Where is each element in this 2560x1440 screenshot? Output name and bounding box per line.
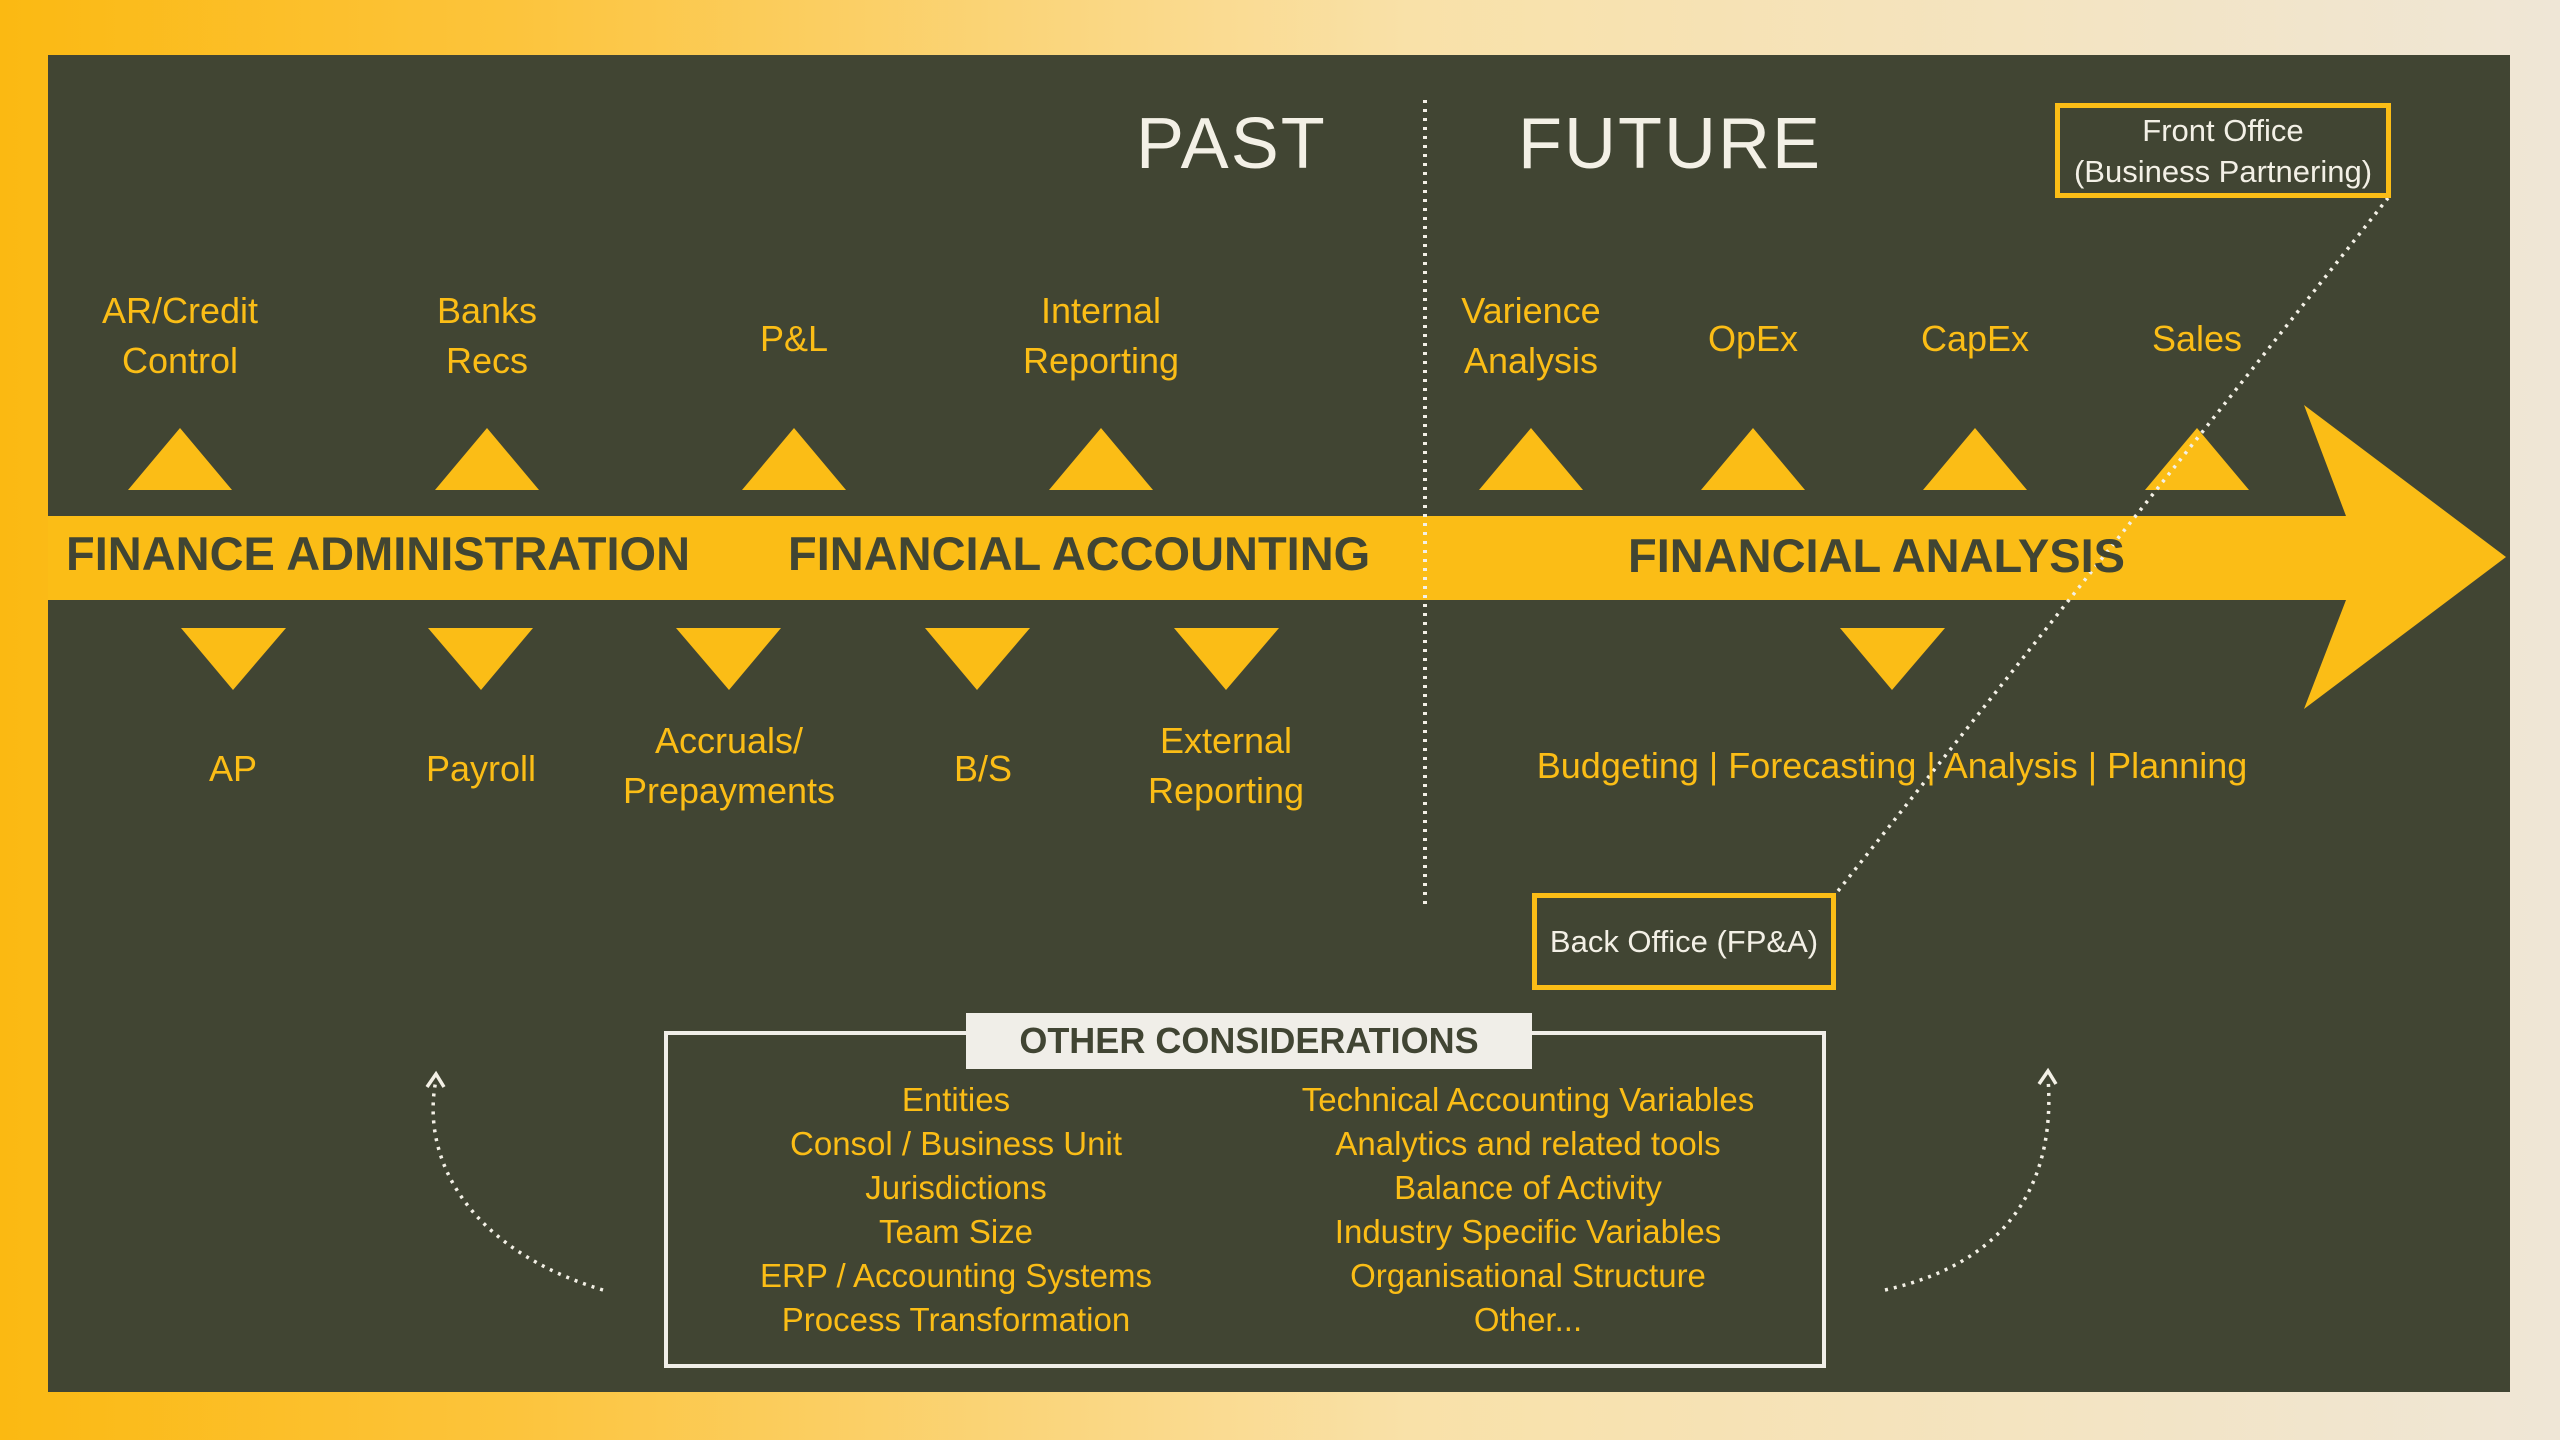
label-payroll: Payroll (425, 748, 537, 789)
list-item: Industry Specific Variables (1334, 1213, 1722, 1250)
past-heading: PAST (1136, 104, 1327, 184)
future-heading: FUTURE (1518, 104, 1822, 184)
label-internal-reporting: Internal Reporting (1022, 290, 1180, 381)
list-item: Analytics and related tools (1335, 1125, 1721, 1162)
label-pl: P&L (759, 318, 829, 359)
label-sales: Sales (2151, 318, 2243, 359)
other-considerations-title: OTHER CONSIDERATIONS (966, 1013, 1532, 1069)
list-item: Jurisdictions (865, 1169, 1047, 1206)
considerations-right-list: Technical Accounting Variables Analytics… (1302, 1078, 1755, 1342)
down-triangle-external-reporting (1174, 628, 1279, 690)
label-accruals-prepayments: Accruals/ Prepayments (622, 720, 836, 811)
left-curved-arrow (431, 1079, 604, 1292)
left-curved-arrowhead (425, 1070, 446, 1088)
list-item: Team Size (878, 1213, 1034, 1250)
label-bs: B/S (953, 748, 1013, 789)
down-triangle-budgeting (1840, 628, 1945, 690)
up-triangle-ar-credit (128, 428, 232, 490)
label-capex: CapEx (1920, 318, 2030, 359)
finance-administration-band: FINANCE ADMINISTRATION (66, 527, 691, 580)
label-ar-credit-control: AR/Credit Control (101, 290, 259, 381)
up-triangle-capex (1923, 428, 2027, 490)
financial-accounting-band: FINANCIAL ACCOUNTING (788, 527, 1371, 580)
up-triangle-sales (2145, 428, 2249, 490)
up-triangle-pl (742, 428, 846, 490)
right-curved-arrowhead (2037, 1067, 2058, 1085)
up-triangle-opex (1701, 428, 1805, 490)
label-budgeting-forecasting-analysis-planning: Budgeting | Forecasting | Analysis | Pla… (1536, 745, 2248, 786)
back-office-box: Back Office (FP&A) (1532, 893, 1836, 990)
up-triangle-varience-analysis (1479, 428, 1583, 490)
list-item: Balance of Activity (1394, 1169, 1662, 1206)
down-triangle-payroll (428, 628, 533, 690)
down-triangle-bs (925, 628, 1030, 690)
label-external-reporting: External Reporting (1147, 720, 1305, 811)
label-varience-analysis: Varience Analysis (1461, 290, 1601, 381)
office-connector-line (1836, 196, 2390, 893)
financial-analysis-band: FINANCIAL ANALYSIS (1628, 529, 2126, 582)
list-item: Organisational Structure (1350, 1257, 1706, 1294)
list-item: Entities (901, 1081, 1011, 1118)
label-ap: AP (208, 748, 258, 789)
considerations-left-list: Entities Consol / Business Unit Jurisdic… (760, 1078, 1152, 1342)
diagram-panel (48, 55, 2510, 1392)
right-curved-arrow (1884, 1077, 2051, 1292)
list-item: ERP / Accounting Systems (760, 1257, 1152, 1294)
down-triangle-accruals (676, 628, 781, 690)
timeline-arrow (48, 405, 2506, 709)
list-item: Other... (1473, 1301, 1583, 1338)
label-opex: OpEx (1707, 318, 1799, 359)
up-triangle-internal-reporting (1049, 428, 1153, 490)
label-banks-recs: Banks Recs (436, 290, 538, 381)
list-item: Technical Accounting Variables (1301, 1081, 1755, 1118)
up-triangle-banks-recs (435, 428, 539, 490)
down-triangle-ap (181, 628, 286, 690)
list-item: Process Transformation (781, 1301, 1131, 1338)
front-office-box: Front Office (Business Partnering) (2055, 103, 2391, 198)
list-item: Consol / Business Unit (790, 1125, 1122, 1162)
